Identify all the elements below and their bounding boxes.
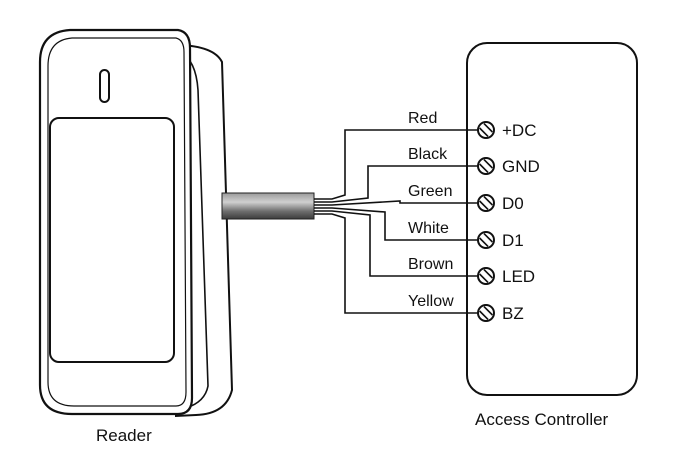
terminal-screw-icon bbox=[477, 231, 495, 249]
terminal-screw-icon bbox=[477, 267, 495, 285]
reader-card-window bbox=[49, 117, 175, 363]
terminal-label-led: LED bbox=[502, 267, 535, 286]
terminal-screw-icon bbox=[477, 304, 495, 322]
wire-white bbox=[314, 207, 478, 241]
cable-jacket bbox=[221, 192, 315, 220]
terminal-label-d0: D0 bbox=[502, 194, 524, 213]
wire-label-brown: Brown bbox=[408, 256, 453, 273]
controller-label: Access Controller bbox=[475, 410, 609, 429]
wire-brown bbox=[314, 210, 478, 277]
terminal-screw-icon bbox=[477, 194, 495, 212]
wire-green bbox=[314, 200, 478, 206]
wire-black bbox=[314, 165, 478, 203]
cable bbox=[221, 192, 315, 220]
wire-label-yellow: Yellow bbox=[408, 293, 454, 310]
wire-label-white: White bbox=[408, 220, 449, 237]
reader-device bbox=[38, 28, 234, 418]
controller-box bbox=[466, 42, 638, 396]
wire-label-green: Green bbox=[408, 183, 452, 200]
reader-front-bevel bbox=[47, 37, 187, 407]
terminal-screw-icon bbox=[477, 157, 495, 175]
terminal-label-gnd: GND bbox=[502, 157, 540, 176]
reader-led-indicator bbox=[99, 69, 110, 103]
reader-label: Reader bbox=[96, 426, 152, 445]
wire-label-black: Black bbox=[408, 146, 448, 163]
wire-yellow bbox=[314, 213, 478, 314]
terminal-label-d1: D1 bbox=[502, 231, 524, 250]
wire-red bbox=[314, 129, 478, 200]
terminal-screw-icon bbox=[477, 121, 495, 139]
wire-label-red: Red bbox=[408, 110, 437, 127]
terminal-label-bz: BZ bbox=[502, 304, 524, 323]
terminal-label-plus-dc: +DC bbox=[502, 121, 536, 140]
